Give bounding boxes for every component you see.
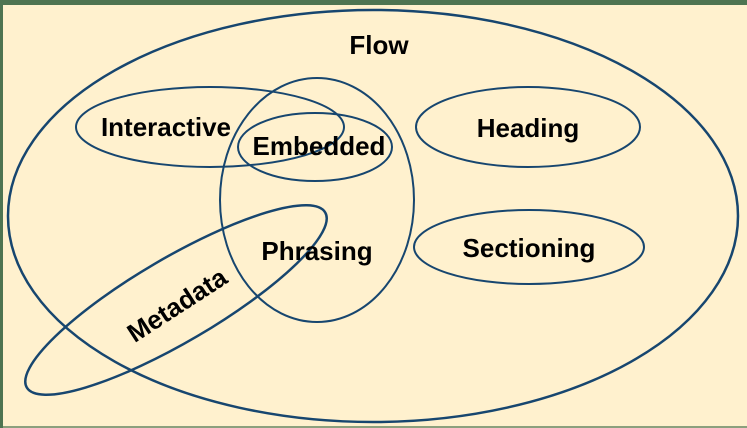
heading-set-ellipse xyxy=(415,86,641,168)
interactive-set-ellipse xyxy=(75,86,345,168)
flow-set-ellipse xyxy=(6,8,740,424)
frame-border-left xyxy=(0,0,3,428)
metadata-set-ellipse xyxy=(24,204,328,396)
frame-border-top xyxy=(0,0,747,5)
phrasing-set-ellipse xyxy=(219,77,415,323)
heading-set-label: Heading xyxy=(477,113,580,143)
flow-set-label: Flow xyxy=(349,30,409,60)
phrasing-set-label: Phrasing xyxy=(261,236,372,266)
frame-border-bottom xyxy=(0,426,747,428)
interactive-set-label: Interactive xyxy=(101,112,231,142)
embedded-set-label: Embedded xyxy=(253,131,386,161)
sectioning-set-ellipse xyxy=(413,209,645,285)
embedded-set-ellipse xyxy=(237,112,393,182)
sectioning-set-label: Sectioning xyxy=(463,233,596,263)
